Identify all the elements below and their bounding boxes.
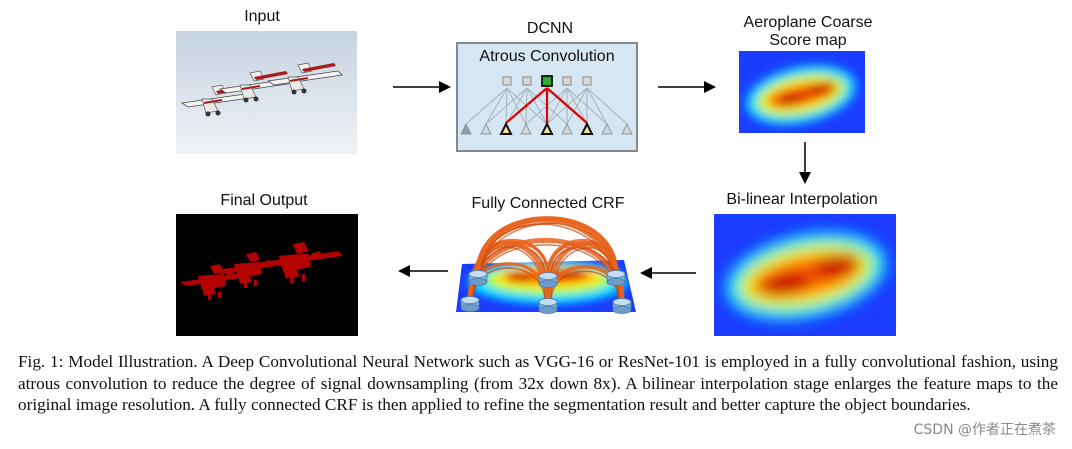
output-node xyxy=(582,76,592,86)
arrow-down-icon xyxy=(798,142,812,186)
final-output-image xyxy=(176,214,358,336)
input-node xyxy=(520,122,532,135)
crf-node-base xyxy=(468,278,488,286)
gray-connection xyxy=(586,87,608,125)
crf-edge xyxy=(472,267,546,303)
gray-connection xyxy=(586,87,628,125)
atrous-convolution-label: Atrous Convolution xyxy=(479,48,615,65)
gray-connection xyxy=(505,87,528,125)
arrow-left-icon xyxy=(638,266,698,280)
input-label: Input xyxy=(244,8,280,25)
coarse-score-map xyxy=(739,51,865,133)
coarse-label-line2: Score map xyxy=(769,32,847,49)
output-node xyxy=(502,76,512,86)
atrous-connection xyxy=(546,87,588,124)
crf-edge xyxy=(480,223,620,303)
figure-caption: Fig. 1: Model Illustration. A Deep Convo… xyxy=(18,352,1058,414)
crf-node-top xyxy=(606,270,626,278)
dcnn-label: DCNN xyxy=(526,20,574,37)
output-node xyxy=(541,75,553,87)
crf-node-top xyxy=(538,298,558,306)
crf-node-base xyxy=(538,280,558,288)
crf-node-base xyxy=(538,306,558,314)
gray-connection xyxy=(546,87,568,125)
arrow-right-icon xyxy=(393,80,453,94)
dcnn-box: Atrous Convolution xyxy=(456,42,638,152)
input-image xyxy=(176,31,357,154)
gray-connection xyxy=(485,87,528,125)
bilinear-label: Bi-linear Interpolation xyxy=(726,191,878,208)
input-node xyxy=(480,122,492,135)
crf-node-top xyxy=(538,272,558,280)
crf-node-top xyxy=(468,270,488,278)
arrow-left-icon xyxy=(396,264,450,278)
input-node xyxy=(540,121,554,135)
gray-connection xyxy=(465,87,508,125)
gray-connection xyxy=(485,87,508,125)
output-node xyxy=(562,76,572,86)
gray-connection xyxy=(566,87,588,125)
output-node xyxy=(522,76,532,86)
coarse-label-line1: Aeroplane Coarse xyxy=(743,14,873,31)
input-node xyxy=(601,122,613,135)
input-node xyxy=(621,122,633,135)
arrow-right-icon xyxy=(658,80,718,94)
gray-connection xyxy=(526,87,548,125)
crf-label: Fully Connected CRF xyxy=(471,195,625,212)
bilinear-map xyxy=(714,214,896,336)
input-node xyxy=(499,121,513,135)
crf-node-base xyxy=(606,278,626,286)
final-output-label: Final Output xyxy=(220,192,308,209)
crf-edge xyxy=(475,217,625,303)
crf-node-base xyxy=(612,306,632,314)
input-node xyxy=(460,122,472,135)
crf-node-top xyxy=(460,296,480,304)
atrous-connection xyxy=(505,87,548,124)
crf-diagram xyxy=(456,214,640,322)
crf-node-top xyxy=(612,298,632,306)
coarse-score-map-label: Aeroplane Coarse Score map xyxy=(744,14,873,50)
watermark: CSDN @作者正在煮茶 xyxy=(913,422,1056,438)
input-node xyxy=(561,122,573,135)
crf-edge xyxy=(550,270,620,303)
input-node xyxy=(580,121,594,135)
crf-node-base xyxy=(460,304,480,312)
